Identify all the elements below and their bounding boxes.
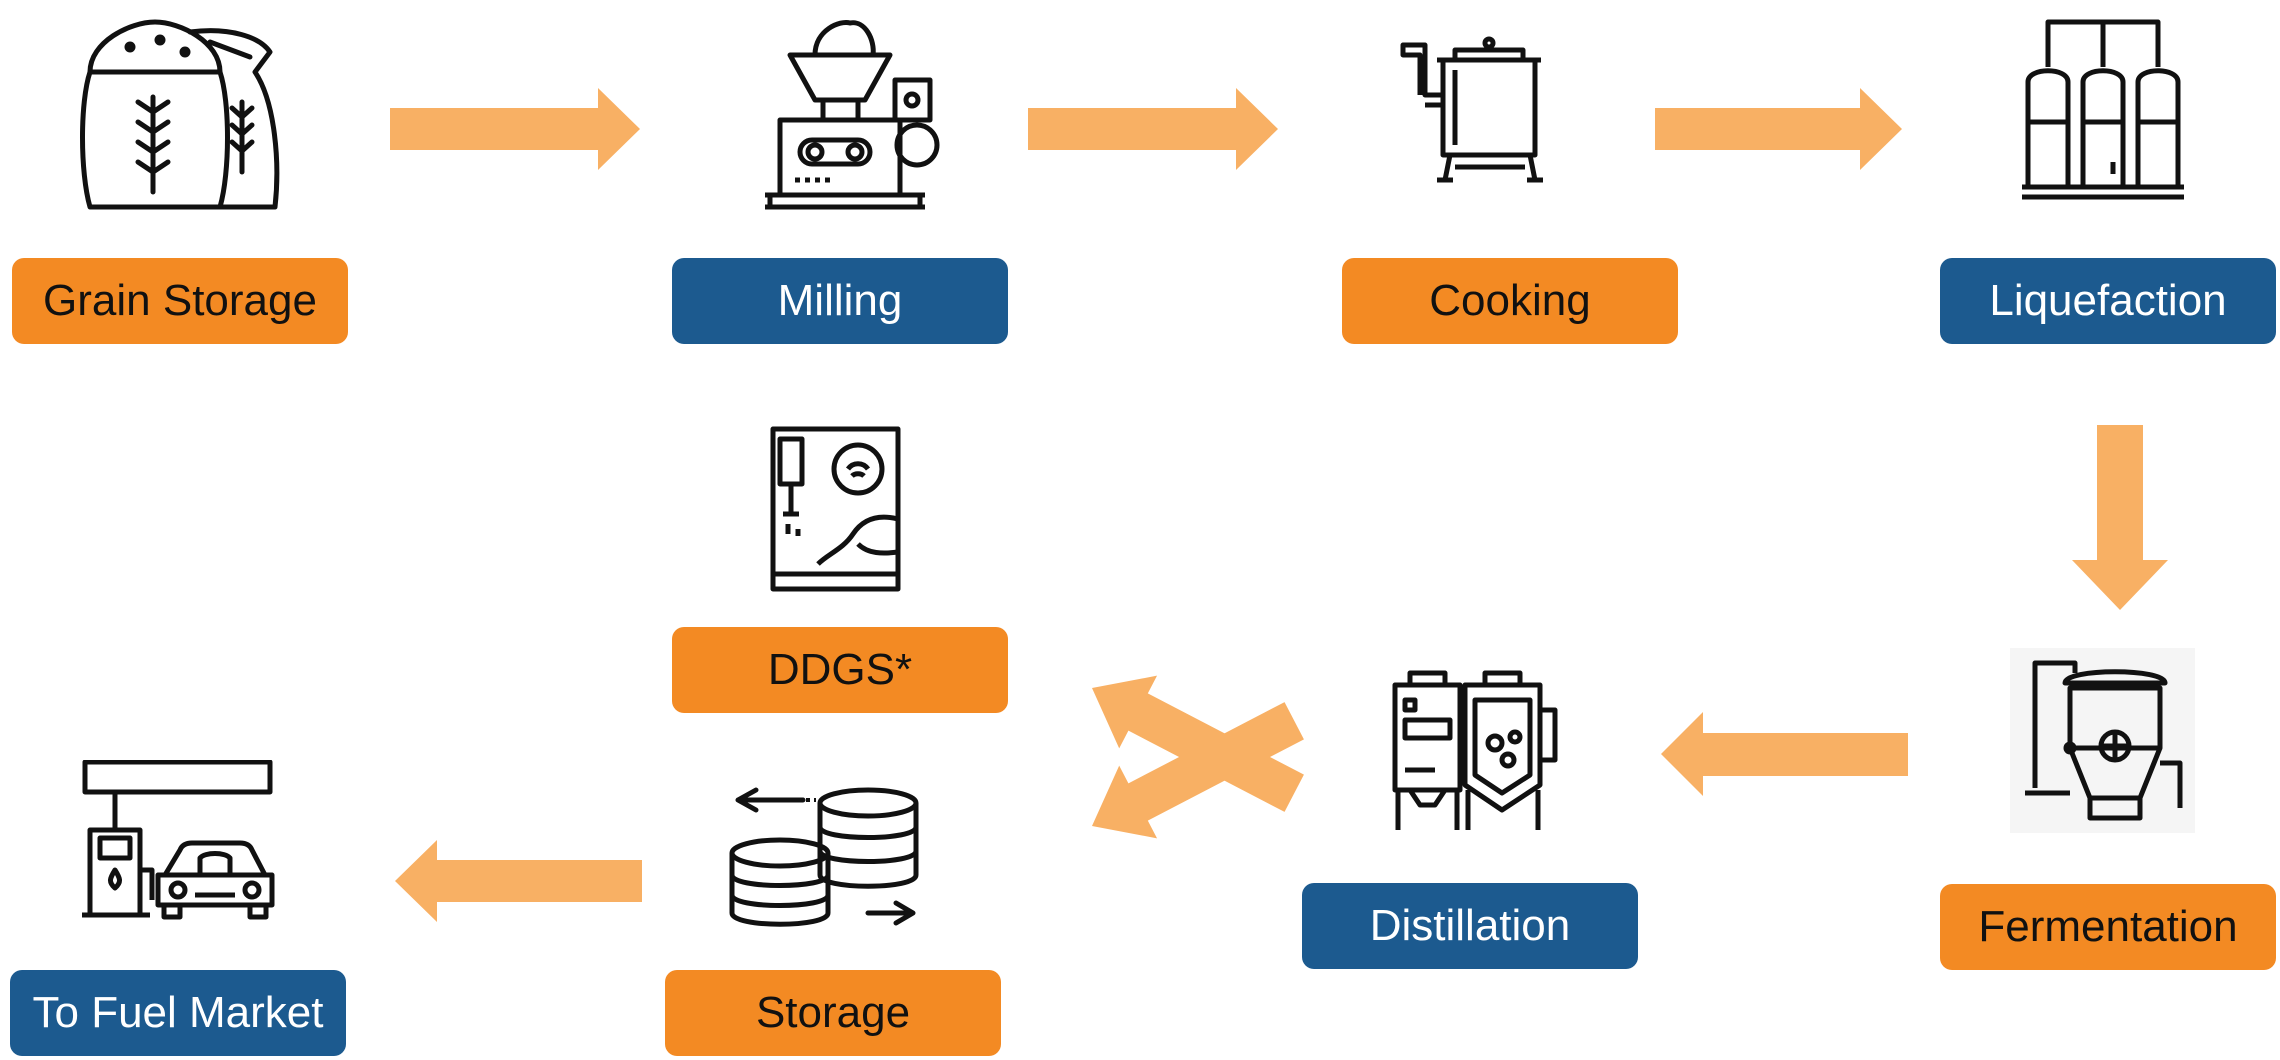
step-ddgs: DDGS*	[672, 627, 1008, 713]
flow-arrow-storage-to-fuel-market	[395, 840, 642, 922]
step-label: Milling	[777, 276, 903, 325]
flow-arrow-distillation-to-storage	[1092, 702, 1304, 839]
step-storage: Storage	[665, 970, 1001, 1056]
flow-arrow-fermentation-to-distillation	[1661, 712, 1908, 796]
step-label: To Fuel Market	[32, 988, 324, 1037]
step-cooking: Cooking	[1342, 258, 1678, 344]
step-label: Cooking	[1429, 276, 1591, 325]
step-label: Liquefaction	[1989, 276, 2227, 325]
step-label: Grain Storage	[43, 276, 317, 325]
step-label: Distillation	[1369, 901, 1571, 950]
cattle-feed-icon	[768, 424, 903, 594]
step-fermentation: Fermentation	[1940, 884, 2276, 970]
flow-arrow-milling-to-cooking	[1028, 88, 1278, 170]
step-label: Storage	[755, 988, 911, 1037]
mill-machine-icon	[755, 15, 945, 210]
flow-arrow-cooking-to-liquefaction	[1655, 88, 1902, 170]
storage-cylinders-icon	[728, 785, 923, 930]
distiller-icon	[1390, 665, 1560, 835]
cooking-kettle-icon	[1395, 35, 1545, 190]
step-label: DDGS*	[767, 645, 913, 694]
grain-sacks-icon	[70, 12, 285, 212]
step-fuel-market: To Fuel Market	[10, 970, 346, 1056]
step-label: Fermentation	[1978, 902, 2238, 951]
step-liquefaction: Liquefaction	[1940, 258, 2276, 344]
flow-arrow-distillation-to-ddgs	[1092, 675, 1304, 812]
fuel-station-icon	[80, 760, 275, 920]
step-grain-storage: Grain Storage	[12, 258, 348, 344]
flow-arrow-grain-to-milling	[390, 88, 640, 170]
fermenter-icon	[2010, 648, 2195, 833]
tanks-icon	[2018, 12, 2188, 202]
flow-arrow-liquefaction-to-fermentation	[2072, 425, 2168, 610]
step-distillation: Distillation	[1302, 883, 1638, 969]
step-milling: Milling	[672, 258, 1008, 344]
